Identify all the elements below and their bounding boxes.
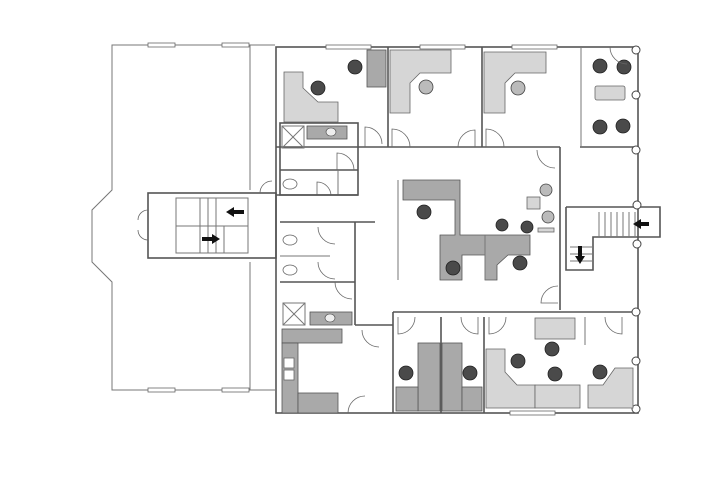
office-bottom-2	[441, 316, 483, 412]
restrooms-upper	[276, 122, 359, 196]
office-top-3	[483, 51, 547, 148]
right-stairwell	[565, 200, 661, 271]
porch	[91, 42, 275, 393]
arrow-left-icon	[226, 207, 244, 217]
left-stairwell	[137, 180, 277, 259]
office-top-2	[389, 49, 476, 148]
open-workstations	[402, 149, 559, 304]
office-bottom-1	[395, 316, 441, 412]
office-bottom-3	[485, 316, 634, 409]
restrooms-lower	[280, 221, 375, 326]
kitchen	[281, 328, 380, 414]
building-walls	[275, 44, 641, 416]
arrow-down-icon	[575, 246, 585, 264]
arrow-right-icon	[202, 234, 220, 244]
office-top-1	[283, 49, 387, 147]
arrow-left-icon	[633, 219, 649, 229]
conference-room	[592, 46, 632, 135]
